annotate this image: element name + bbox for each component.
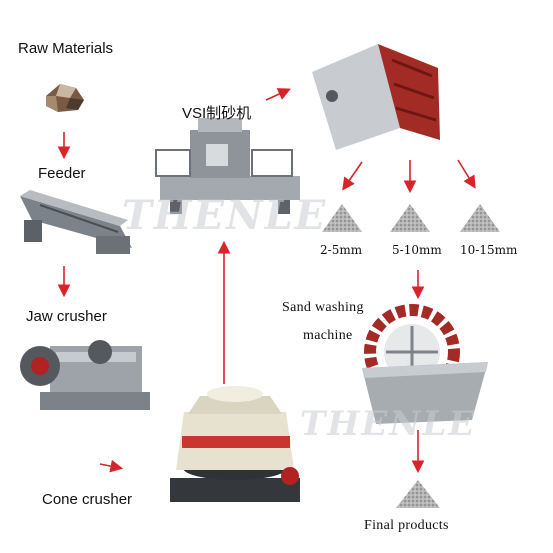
label-cone-crusher: Cone crusher [42, 491, 133, 508]
label-feeder: Feeder [38, 165, 86, 182]
label-vsi: VSI制砂机 [182, 105, 252, 122]
label-sand-washing-machine: machine [303, 328, 353, 343]
watermark-bottom: THENLE [300, 404, 477, 444]
label-raw-materials: Raw Materials [18, 40, 114, 57]
arrow-jaw-to-cone [99, 459, 124, 473]
vsi-sand-maker-machine-icon [155, 118, 300, 214]
feeder-machine-icon [20, 190, 132, 254]
label-jaw-crusher: Jaw crusher [26, 308, 107, 325]
label-sand-washing: Sand washing [282, 300, 364, 315]
vibrating-screen-machine-icon [312, 44, 440, 150]
cone-crusher-machine-icon [170, 386, 300, 502]
arrow-screen-to-10-15mm [457, 159, 476, 189]
label-final-products: Final products [364, 518, 449, 533]
label-size-2-5mm: 2-5mm [320, 243, 363, 257]
sand-washing-machine-icon [362, 304, 488, 424]
arrow-vsi-to-screen [265, 88, 291, 101]
label-size-10-15mm: 10-15mm [460, 243, 518, 257]
raw-material-rock-icon [46, 84, 84, 112]
label-size-5-10mm: 5-10mm [392, 243, 442, 257]
sand-pile-10-15mm-icon [460, 204, 500, 232]
jaw-crusher-machine-icon [20, 340, 150, 410]
arrow-screen-to-2-5mm [342, 161, 363, 191]
sand-pile-final-products-icon [396, 480, 440, 508]
watermark-top: THENLE [122, 192, 328, 239]
sand-pile-5-10mm-icon [390, 204, 430, 232]
sand-pile-2-5mm-icon [322, 204, 362, 232]
